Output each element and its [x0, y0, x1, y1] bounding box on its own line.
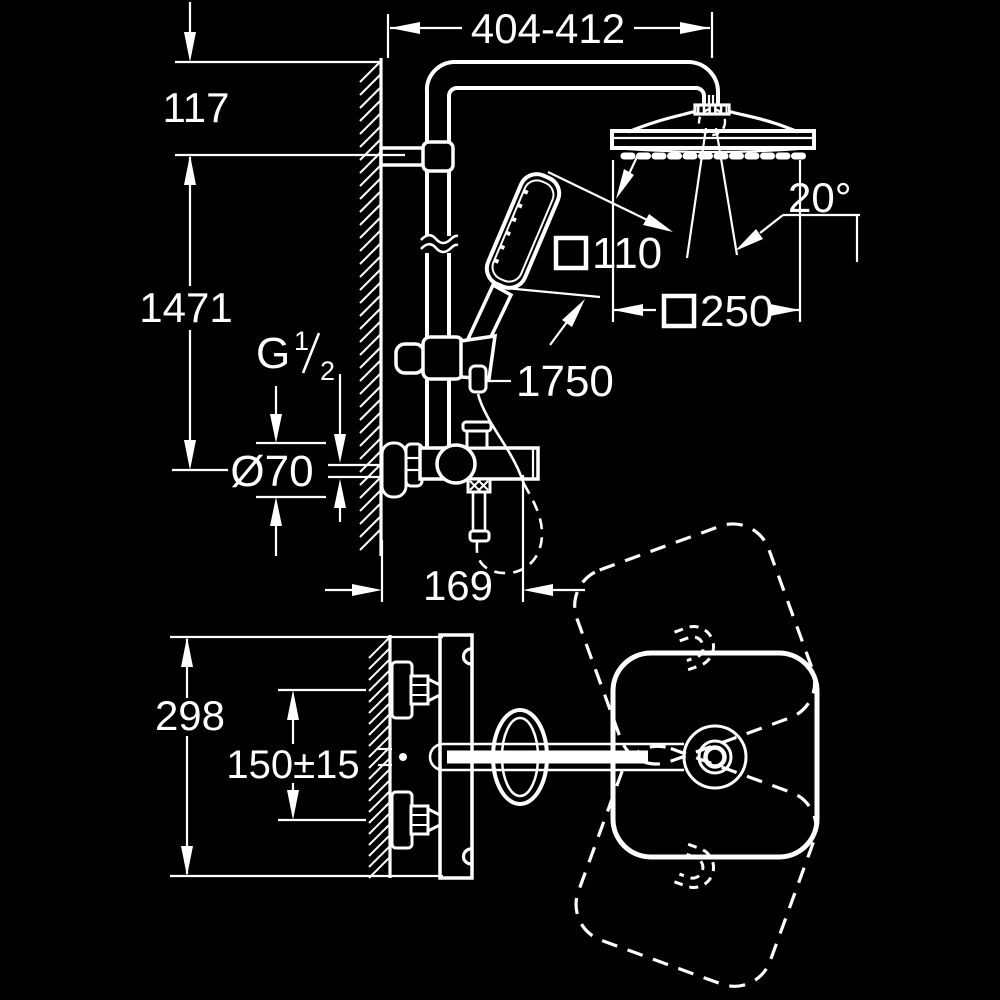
- dim-hand-shower-face: 110: [504, 156, 673, 346]
- head-shower-front: [610, 103, 816, 259]
- hose-outlet: [466, 477, 492, 543]
- shower-hose: [475, 393, 544, 575]
- dim-thread-den: 2: [320, 356, 335, 386]
- front-view: [328, 58, 816, 575]
- square-symbol-110: [553, 235, 589, 271]
- dim-swivel-angle: 20°: [735, 174, 860, 262]
- dim-wall-to-head-label: 117: [163, 84, 230, 131]
- dim-swivel-angle-label: 20°: [788, 174, 852, 221]
- dim-hand-shower-face-label: 110: [592, 229, 662, 278]
- dim-rail-height-label: 1471: [139, 284, 232, 331]
- dim-arm-reach-label: 404-412: [471, 5, 625, 52]
- wall-section-front: [359, 58, 383, 556]
- hand-shower: [465, 172, 562, 345]
- hand-shower-handle: [465, 282, 514, 345]
- hand-shower-plan: [491, 708, 549, 806]
- dim-flange: Ø70: [230, 386, 326, 556]
- swivel-range-right: [574, 744, 818, 988]
- wall-section-plan: [368, 635, 392, 879]
- dim-arm-reach: 404-412: [386, 5, 714, 58]
- dim-rail-height: 1471: [139, 157, 233, 472]
- plan-view: [368, 522, 820, 988]
- dimensions: 404-412 117 1471 G 1 2: [139, 2, 860, 878]
- dim-projection-label: 169: [423, 562, 493, 609]
- dim-inlet-distance: 150±15: [226, 688, 366, 822]
- dim-hose-length: 1750: [487, 357, 614, 406]
- dim-wall-to-head: 117: [163, 2, 405, 185]
- hose-connector: [468, 364, 488, 394]
- ball-joint-dashed: [697, 107, 727, 137]
- dim-thread-g: G: [256, 329, 290, 378]
- dim-projection: 169: [325, 475, 585, 609]
- dim-hose-length-label: 1750: [516, 357, 614, 406]
- shower-arm: [424, 59, 720, 106]
- wall-bracket: [379, 140, 455, 173]
- slide-holder: [394, 333, 498, 394]
- dim-inlet-distance-label: 150±15: [226, 743, 359, 787]
- swivel-range-left: [573, 522, 817, 766]
- square-symbol-250: [661, 293, 697, 329]
- wall-flange: [380, 441, 408, 499]
- dim-plan-width: 298: [155, 635, 443, 878]
- dim-flange-label: Ø70: [230, 447, 313, 496]
- head-shower-plan: [610, 650, 820, 860]
- inlet-union-bottom: [390, 790, 442, 850]
- dim-thread: G 1 2: [256, 326, 346, 522]
- hand-shower-nozzles: [491, 189, 529, 269]
- mount-screw: [399, 753, 407, 761]
- dim-thread-num: 1: [294, 326, 309, 356]
- dim-head-shower-size: 250: [611, 160, 802, 336]
- thermostat-front: [328, 420, 540, 543]
- dim-head-shower-size-label: 250: [700, 287, 773, 336]
- dim-plan-width-label: 298: [155, 692, 225, 739]
- thermostat-knob: [435, 443, 477, 485]
- inlet-union-top: [390, 660, 442, 720]
